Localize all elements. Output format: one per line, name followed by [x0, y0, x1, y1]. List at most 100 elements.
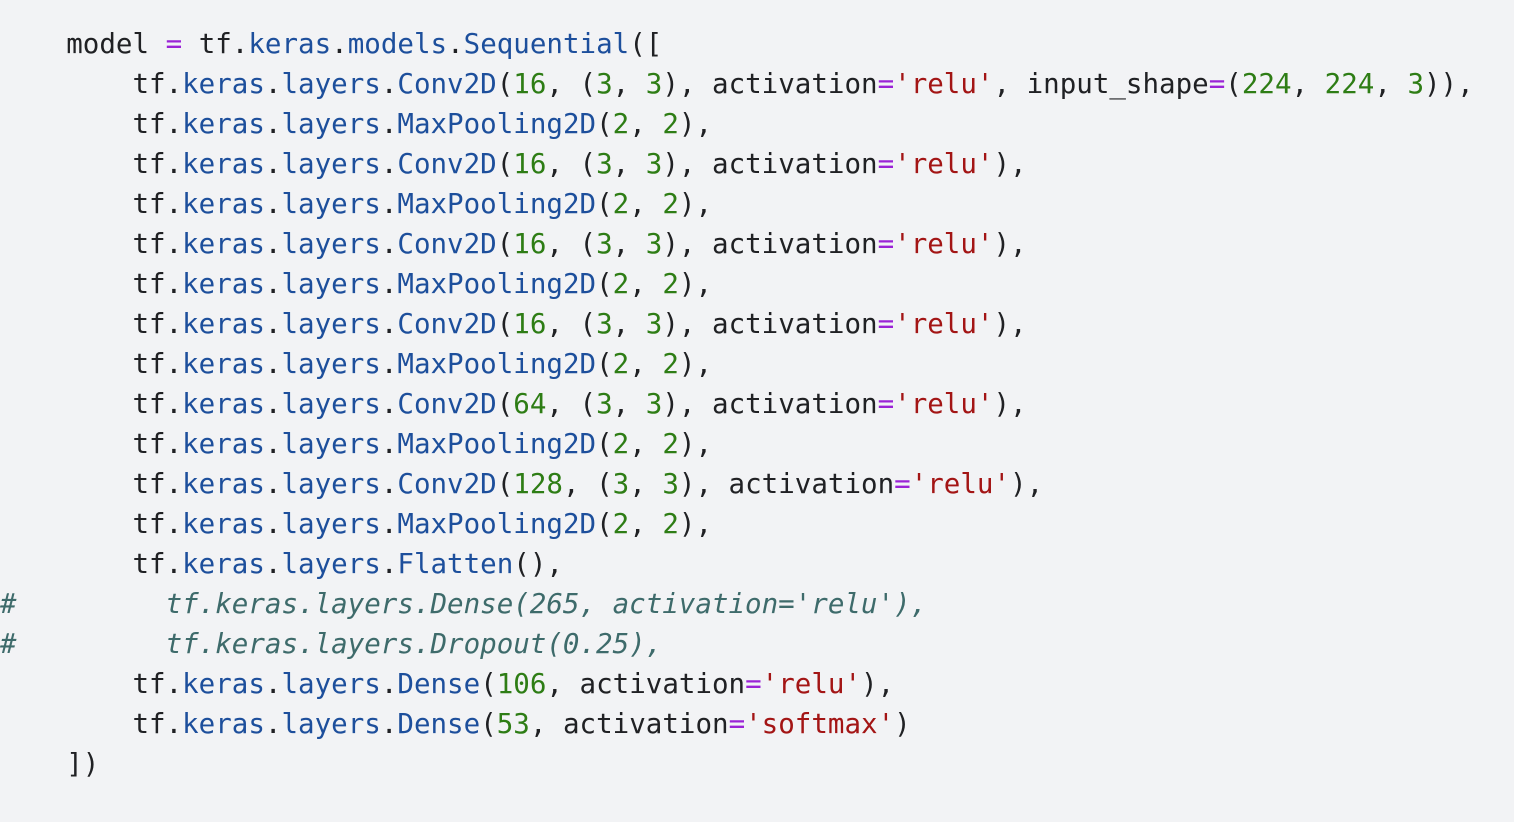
code-token-plain: tf.	[0, 428, 183, 460]
code-token-attr: Sequential	[463, 28, 630, 60]
code-token-num: 2	[612, 508, 630, 540]
code-line: tf.keras.layers.MaxPooling2D(2, 2),	[0, 504, 1474, 544]
code-token-plain: tf.	[0, 228, 183, 260]
code-token-plain: tf.	[0, 268, 183, 300]
code-token-plain: tf.	[182, 28, 249, 60]
code-token-num: 106	[496, 668, 547, 700]
code-token-plain: ,	[629, 108, 663, 140]
code-token-num: 3	[645, 148, 663, 180]
code-token-plain: , activation	[546, 668, 746, 700]
code-token-num: 3	[645, 308, 663, 340]
code-token-plain: ),	[678, 268, 713, 300]
code-token-num: 3	[1407, 68, 1424, 100]
code-token-op: =	[728, 708, 746, 740]
code-token-plain: ])	[0, 748, 100, 780]
code-token-plain: model	[0, 28, 166, 60]
code-token-num: 2	[612, 348, 630, 380]
code-token-plain: .	[447, 28, 464, 60]
code-token-attr: keras	[248, 28, 332, 60]
code-line: tf.keras.layers.MaxPooling2D(2, 2),	[0, 184, 1474, 224]
code-token-plain: (	[1225, 68, 1242, 100]
code-token-attr: keras	[182, 548, 265, 580]
code-token-plain: .	[264, 148, 282, 180]
code-token-attr: keras	[182, 508, 265, 540]
code-token-attr: Dense	[397, 668, 481, 700]
code-token-attr: Conv2D	[397, 468, 497, 500]
code-token-num: 224	[1324, 68, 1375, 100]
code-token-str: 'relu'	[761, 668, 862, 700]
code-token-plain: ), activation	[662, 388, 878, 420]
code-token-plain: ,	[629, 468, 663, 500]
code-token-str: 'relu'	[894, 388, 994, 420]
code-token-num: 3	[596, 308, 613, 340]
code-token-op: =	[894, 468, 911, 500]
code-token-plain: ),	[993, 388, 1027, 420]
code-token-plain: .	[264, 348, 282, 380]
code-token-plain: (	[596, 188, 613, 220]
code-token-num: 2	[612, 108, 630, 140]
code-token-plain: ,	[612, 388, 646, 420]
code-token-attr: layers	[281, 268, 381, 300]
code-token-plain: .	[380, 108, 398, 140]
code-token-num: 2	[662, 268, 679, 300]
code-token-attr: MaxPooling2D	[397, 108, 597, 140]
code-token-plain: ,	[629, 428, 663, 460]
code-token-num: 2	[612, 428, 630, 460]
code-token-attr: Conv2D	[397, 228, 497, 260]
code-token-num: 3	[596, 228, 613, 260]
code-token-plain: ([	[629, 28, 663, 60]
code-token-attr: layers	[281, 68, 381, 100]
code-token-plain: ,	[629, 188, 663, 220]
code-token-plain: ,	[629, 348, 663, 380]
code-token-num: 2	[662, 428, 679, 460]
code-token-plain: tf.	[0, 188, 183, 220]
code-token-num: 224	[1241, 68, 1292, 100]
code-line: model = tf.keras.models.Sequential([	[0, 24, 1474, 64]
code-token-num: 16	[513, 68, 547, 100]
code-token-plain: .	[264, 548, 282, 580]
code-token-attr: keras	[182, 308, 265, 340]
code-token-str: 'relu'	[894, 228, 994, 260]
code-token-plain: , (	[546, 228, 597, 260]
code-editor[interactable]: model = tf.keras.models.Sequential([ tf.…	[0, 24, 1474, 784]
code-token-plain: .	[264, 708, 282, 740]
code-token-str: 'relu'	[894, 308, 994, 340]
code-token-num: 3	[596, 388, 613, 420]
code-line: tf.keras.layers.Conv2D(64, (3, 3), activ…	[0, 384, 1474, 424]
code-line: # tf.keras.layers.Dense(265, activation=…	[0, 584, 1474, 624]
code-token-plain: .	[380, 468, 398, 500]
code-token-plain: .	[264, 468, 282, 500]
code-token-plain: .	[380, 308, 398, 340]
code-token-attr: keras	[182, 388, 265, 420]
code-token-num: 3	[645, 68, 663, 100]
code-token-attr: Flatten	[397, 548, 514, 580]
code-token-plain: .	[380, 548, 398, 580]
code-token-num: 3	[662, 468, 679, 500]
code-token-plain: (	[480, 668, 497, 700]
code-token-plain: ),	[678, 348, 713, 380]
code-line: tf.keras.layers.Dense(106, activation='r…	[0, 664, 1474, 704]
code-token-attr: layers	[281, 388, 381, 420]
code-line: tf.keras.layers.Conv2D(16, (3, 3), activ…	[0, 144, 1474, 184]
code-token-plain: , (	[546, 388, 597, 420]
code-line: tf.keras.layers.Conv2D(16, (3, 3), activ…	[0, 304, 1474, 344]
code-token-plain: , (	[546, 148, 597, 180]
code-token-plain: .	[380, 508, 398, 540]
code-line: tf.keras.layers.Conv2D(16, (3, 3), activ…	[0, 224, 1474, 264]
code-token-plain: ), activation	[662, 228, 878, 260]
code-token-plain: )	[894, 708, 911, 740]
code-token-num: 3	[645, 388, 663, 420]
code-token-plain: .	[380, 68, 398, 100]
code-token-plain: ),	[678, 188, 713, 220]
code-token-attr: keras	[182, 428, 265, 460]
code-token-plain: .	[264, 268, 282, 300]
code-token-num: 53	[496, 708, 530, 740]
code-token-plain: .	[380, 388, 398, 420]
code-line: tf.keras.layers.MaxPooling2D(2, 2),	[0, 104, 1474, 144]
code-token-attr: layers	[281, 508, 381, 540]
code-token-attr: keras	[182, 188, 265, 220]
code-token-plain: tf.	[0, 548, 183, 580]
code-token-plain: ),	[678, 428, 713, 460]
code-token-plain: ), activation	[662, 308, 878, 340]
